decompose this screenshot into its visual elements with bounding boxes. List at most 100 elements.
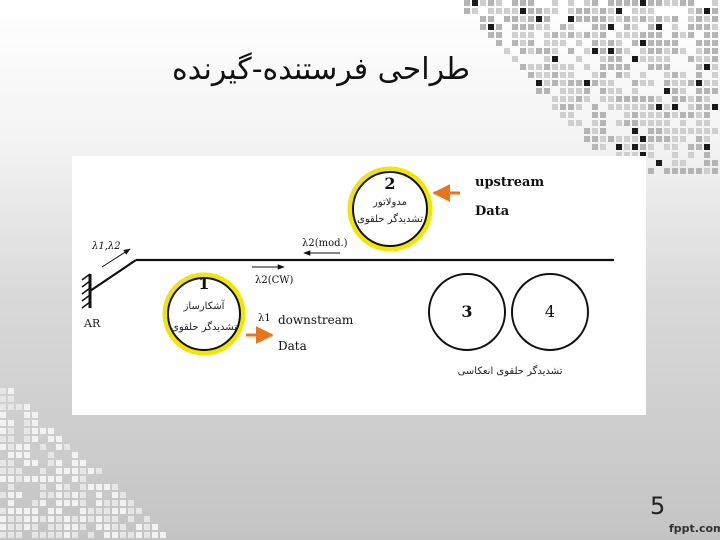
decorative-dot [0, 492, 6, 498]
decorative-dot [16, 508, 22, 514]
decorative-dot [16, 524, 22, 530]
ring-4: 4 [511, 273, 589, 351]
decorative-dot [688, 56, 694, 62]
decorative-dot [576, 16, 582, 22]
decorative-dot [8, 484, 14, 490]
decorative-dot [704, 96, 710, 102]
decorative-dot [640, 32, 646, 38]
decorative-dot [48, 532, 54, 538]
decorative-dot [512, 8, 518, 14]
decorative-dot [72, 500, 78, 506]
transceiver-diagram: AR λ1,λ2 λ2(mod.) λ2(CW) 2 مدولاتور تشدی… [72, 156, 646, 415]
decorative-dot [584, 0, 590, 6]
decorative-dot [656, 112, 662, 118]
decorative-dot [144, 532, 150, 538]
decorative-dot [80, 524, 86, 530]
decorative-dot [32, 436, 38, 442]
decorative-dot [512, 40, 518, 46]
decorative-dot [544, 72, 550, 78]
decorative-dot [608, 48, 614, 54]
decorative-dot [632, 16, 638, 22]
decorative-dot [624, 120, 630, 126]
decorative-dot [712, 48, 718, 54]
decorative-dot [648, 24, 654, 30]
decorative-dot [640, 104, 646, 110]
decorative-dot [656, 24, 662, 30]
decorative-dot [104, 484, 110, 490]
decorative-dot [584, 128, 590, 134]
decorative-dot [24, 452, 30, 458]
decorative-dot [152, 532, 158, 538]
decorative-dot [600, 144, 606, 150]
decorative-dot [584, 136, 590, 142]
decorative-dot [632, 32, 638, 38]
decorative-dot [64, 532, 70, 538]
decorative-dot [624, 32, 630, 38]
decorative-dot [616, 16, 622, 22]
decorative-dot [0, 532, 6, 538]
decorative-dot [688, 24, 694, 30]
decorative-dot [0, 516, 6, 522]
decorative-dot [656, 104, 662, 110]
decorative-dot [88, 516, 94, 522]
decorative-dot [640, 96, 646, 102]
decorative-dot [8, 508, 14, 514]
decorative-dot [40, 500, 46, 506]
decorative-dot [600, 8, 606, 14]
decorative-dot [496, 40, 502, 46]
decorative-dot [640, 40, 646, 46]
decorative-dot [648, 48, 654, 54]
decorative-dot [616, 8, 622, 14]
decorative-dot [584, 96, 590, 102]
decorative-dot [8, 532, 14, 538]
decorative-dot [672, 24, 678, 30]
decorative-dot [680, 136, 686, 142]
decorative-dot [56, 508, 62, 514]
decorative-dot [88, 468, 94, 474]
decorative-dot [616, 104, 622, 110]
decorative-dot [664, 128, 670, 134]
decorative-dot [704, 8, 710, 14]
decorative-dot [608, 16, 614, 22]
decorative-dot [672, 48, 678, 54]
decorative-dot [712, 8, 718, 14]
ring-1-label-line1: آشکارساز [183, 299, 226, 312]
decorative-dot [632, 0, 638, 6]
decorative-dot [640, 16, 646, 22]
decorative-dot [552, 48, 558, 54]
decorative-dot [0, 404, 6, 410]
decorative-dot [712, 88, 718, 94]
decorative-dot [160, 532, 166, 538]
decorative-dot [16, 516, 22, 522]
decorative-dot [536, 16, 542, 22]
decorative-dot [560, 72, 566, 78]
decorative-dot [16, 452, 22, 458]
decorative-dot [56, 460, 62, 466]
decorative-dot [512, 0, 518, 6]
decorative-dot [8, 492, 14, 498]
decorative-dot [584, 88, 590, 94]
ring-3: 3 [428, 273, 506, 351]
decorative-dot [680, 128, 686, 134]
decorative-dot [544, 64, 550, 70]
decorative-dot [504, 16, 510, 22]
decorative-dot [600, 80, 606, 86]
decorative-dot [24, 404, 30, 410]
decorative-dot [488, 0, 494, 6]
decorative-dot [32, 516, 38, 522]
decorative-dot [624, 136, 630, 142]
decorative-dot [576, 96, 582, 102]
decorative-dot [616, 96, 622, 102]
decorative-dot [512, 32, 518, 38]
decorative-dot [536, 88, 542, 94]
decorative-dot [488, 24, 494, 30]
decorative-dot [704, 24, 710, 30]
decorative-dot [584, 16, 590, 22]
decorative-dot [72, 468, 78, 474]
decorative-dot [24, 420, 30, 426]
decorative-dot [680, 72, 686, 78]
decorative-dot [704, 160, 710, 166]
decorative-dot [8, 436, 14, 442]
decorative-dot [624, 48, 630, 54]
decorative-dot [664, 136, 670, 142]
